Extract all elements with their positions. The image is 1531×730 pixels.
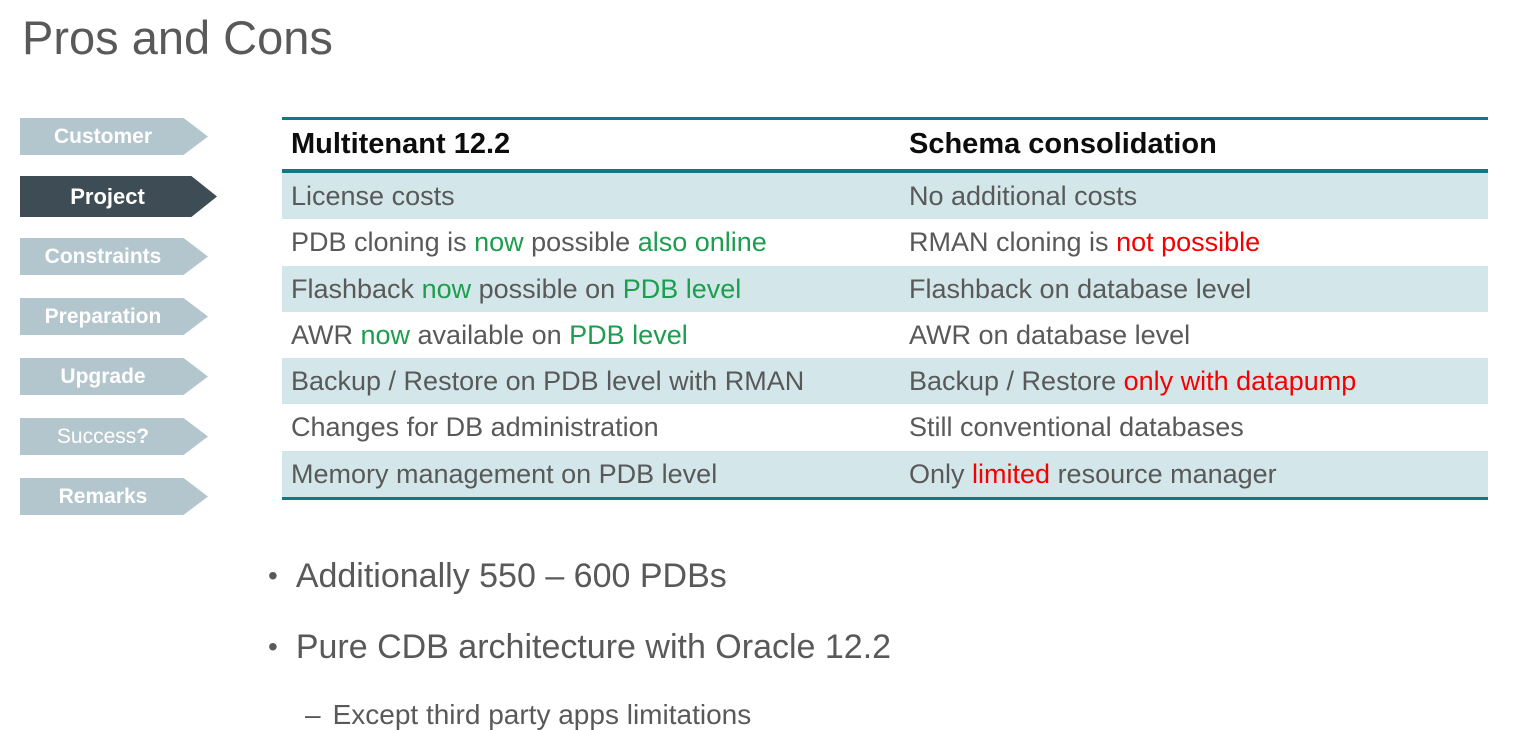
sidebar-item-label: Success? [56, 425, 150, 448]
sidebar-item-label: Project [70, 184, 145, 209]
highlight-green-text: also online [637, 227, 767, 258]
bullet-marker: – [305, 699, 321, 730]
table-cell-right: RMAN cloning is not possible [900, 219, 1488, 265]
table-row: Changes for DB administration Still conve… [282, 404, 1488, 451]
cell-text: No additional costs [909, 181, 1138, 211]
sidebar-item-remarks[interactable]: Remarks [20, 478, 208, 515]
cell-text: possible on [471, 273, 623, 304]
cell-text: possible [523, 227, 638, 258]
bullet-marker: • [268, 560, 278, 591]
highlight-red-text: limited [972, 458, 1051, 489]
table-cell-left: PDB cloning is now possible also online [282, 219, 900, 265]
sidebar-item-label: Constraints [44, 245, 162, 268]
table-cell-right: Flashback on database level [900, 266, 1488, 312]
cell-text: resource manager [1050, 458, 1277, 489]
table-cell-right: No additional costs [900, 173, 1488, 219]
sidebar-item-success[interactable]: Success? [20, 418, 208, 455]
table-row: Backup / Restore on PDB level with RMAN B… [282, 358, 1488, 405]
sidebar-item-label-suffix: ? [136, 425, 150, 448]
sidebar-item-preparation[interactable]: Preparation [20, 298, 208, 335]
bullet-text: Pure CDB architecture with Oracle 12.2 [295, 628, 892, 666]
cell-text: Backup / Restore on PDB level with RMAN [291, 366, 805, 397]
highlight-red-text: not possible [1116, 227, 1261, 258]
cell-text: available on [410, 319, 570, 350]
table-cell-right: Backup / Restore only with datapump [900, 358, 1488, 404]
sidebar-item-upgrade[interactable]: Upgrade [20, 358, 208, 395]
column-header-multitenant: Multitenant 12.2 [291, 128, 511, 160]
sidebar-item-label: Preparation [44, 305, 162, 328]
sidebar-item-customer[interactable]: Customer [20, 118, 208, 155]
table-top-border [282, 117, 1488, 120]
table-row: License costs No additional costs [282, 173, 1488, 220]
cell-text: License costs [291, 181, 455, 211]
page-title: Pros and Cons [22, 11, 333, 64]
bullet-item: • Additionally 550 – 600 PDBs [268, 556, 1368, 596]
comparison-table: Multitenant 12.2 Schema consolidation Li… [282, 117, 1488, 501]
cell-text: Flashback [291, 273, 422, 304]
highlight-green-text: now [360, 319, 411, 350]
bullet-marker: • [268, 631, 278, 662]
table-cell-right: Still conventional databases [900, 404, 1488, 450]
cell-text: Still conventional databases [909, 412, 1244, 443]
table-cell-left: AWR now available on PDB level [282, 312, 900, 358]
sidebar-item-label: Remarks [58, 485, 148, 508]
sidebar-item-label: Customer [53, 125, 153, 148]
bullet-item: • Pure CDB architecture with Oracle 12.2 [268, 627, 1368, 667]
cell-text: AWR [291, 319, 361, 350]
table-cell-right: Only limited resource manager [900, 451, 1488, 497]
cell-text: Memory management on PDB level [291, 458, 718, 489]
highlight-green-text: PDB level [622, 273, 742, 304]
sidebar-item-constraints[interactable]: Constraints [20, 238, 208, 275]
sidebar-item-project[interactable]: Project [20, 176, 217, 217]
highlight-green-text: PDB level [569, 319, 688, 350]
table-row: Memory management on PDB level Only limit… [282, 450, 1488, 498]
bullet-text: Additionally 550 – 600 PDBs [295, 557, 727, 595]
highlight-green-text: now [421, 273, 472, 304]
table-bottom-border [282, 497, 1488, 501]
cell-text: Changes for DB administration [291, 412, 659, 443]
table-cell-left: Memory management on PDB level [282, 451, 900, 497]
bullet-text: Except third party apps limitations [332, 699, 752, 730]
cell-text: AWR on database level [909, 319, 1191, 350]
sidebar-item-label: Upgrade [60, 365, 146, 388]
table-header-divider [282, 169, 1488, 173]
bullet-list: • Additionally 550 – 600 PDBs • Pure CDB ar… [268, 556, 1368, 730]
table-cell-right: AWR on database level [900, 312, 1488, 358]
cell-text: PDB cloning is [291, 227, 475, 258]
table-row: AWR now available on PDB level AWR on dat… [282, 311, 1488, 359]
column-header-schema-consolidation: Schema consolidation [909, 128, 1217, 160]
table-cell-left: Backup / Restore on PDB level with RMAN [282, 358, 900, 404]
highlight-red-text: only with datapump [1123, 366, 1357, 397]
cell-text: Only [909, 458, 973, 489]
cell-text: RMAN cloning is [909, 227, 1117, 258]
cell-text: Flashback on database level [909, 273, 1252, 304]
cell-text: Backup / Restore [909, 366, 1124, 397]
table-header-row: Multitenant 12.2 Schema consolidation [282, 120, 1488, 169]
highlight-green-text: now [474, 227, 524, 258]
table-cell-left: License costs [282, 173, 900, 219]
table-cell-left: Flashback now possible on PDB level [282, 266, 900, 312]
sub-bullet-item: –Except third party apps limitations [305, 698, 1368, 730]
table-cell-left: Changes for DB administration [282, 404, 900, 450]
